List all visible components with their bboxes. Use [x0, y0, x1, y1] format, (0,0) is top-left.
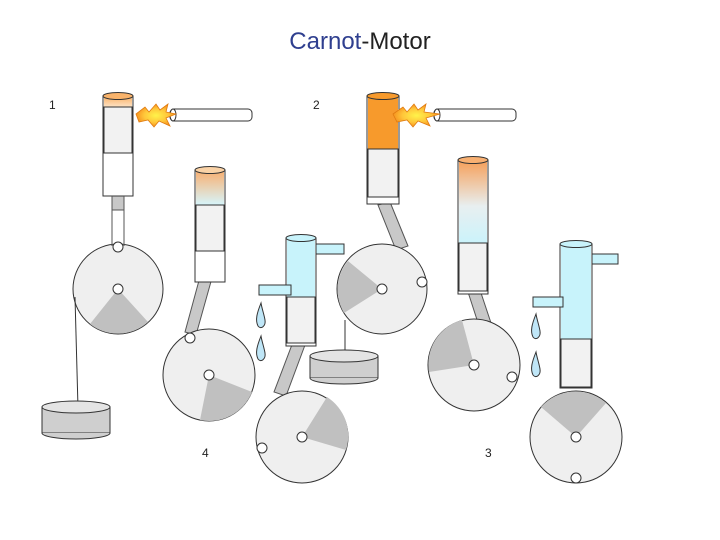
flywheel-sector — [302, 397, 349, 450]
cold-gas — [561, 245, 591, 339]
burner-tube — [169, 108, 253, 122]
flywheel-sector — [541, 391, 606, 437]
diagram-title: Carnot-Motor — [0, 28, 720, 56]
wheel-axle — [468, 359, 480, 371]
engine-stage-2b — [427, 156, 521, 412]
flame-icon — [135, 103, 178, 128]
piston — [560, 338, 592, 388]
wheel-axle — [376, 283, 388, 295]
cold-gas — [287, 239, 315, 297]
piston — [286, 296, 316, 344]
piston — [195, 204, 225, 252]
crank-pin — [112, 241, 124, 253]
piston — [367, 148, 399, 198]
engine-stage-3 — [529, 240, 623, 484]
piston-rod — [273, 341, 306, 397]
flame-icon — [392, 103, 441, 128]
crank-pin — [506, 371, 518, 383]
weight-icon — [41, 400, 111, 440]
flywheel-sector — [200, 375, 252, 421]
step-label-2: 2 — [313, 98, 320, 112]
cylinder-cap — [285, 234, 317, 242]
water-drop-icon — [531, 350, 541, 378]
step-label-3: 3 — [485, 446, 492, 460]
cylinder-cap — [102, 92, 134, 100]
gas — [459, 161, 487, 243]
water-drop-icon — [256, 334, 266, 362]
title-hyphen: - — [361, 28, 370, 55]
engine-stage-2 — [309, 92, 517, 385]
wheel-axle — [112, 283, 124, 295]
piston — [458, 242, 488, 292]
step-label-4: 4 — [202, 446, 209, 460]
piston-rod — [377, 201, 409, 251]
hot-gas — [104, 97, 132, 107]
weight-icon — [309, 349, 379, 385]
water-drop-icon — [531, 312, 541, 340]
cooling-pipe — [591, 253, 619, 265]
piston — [103, 106, 133, 154]
crank-pin — [256, 442, 268, 454]
engine-stage-1 — [41, 92, 253, 440]
step-label-1: 1 — [49, 98, 56, 112]
water-drop-icon — [256, 301, 266, 329]
engine-stage-4 — [255, 234, 349, 484]
cylinder-cap — [366, 92, 400, 100]
water-tap — [532, 296, 564, 308]
cylinder-cap — [457, 156, 489, 164]
cooling-pipe — [315, 243, 345, 255]
weight-rope — [74, 296, 79, 409]
burner-tube — [433, 108, 517, 122]
water-tap — [258, 284, 292, 296]
flywheel-sector — [90, 289, 148, 334]
title-word-carnot: Carnot — [289, 28, 362, 55]
crank-pin — [570, 472, 582, 484]
crank-pin — [416, 276, 428, 288]
wheel-axle — [203, 369, 215, 381]
cylinder-cap — [194, 166, 226, 174]
cylinder-cap — [559, 240, 593, 248]
wheel-axle — [570, 431, 582, 443]
flywheel-sector — [337, 261, 382, 313]
title-word-motor: Motor — [369, 28, 431, 55]
gas — [196, 171, 224, 205]
wheel-axle — [296, 431, 308, 443]
crank-pin — [184, 332, 196, 344]
flywheel-sector — [428, 320, 474, 372]
hot-gas — [368, 97, 398, 149]
engine-stage-1b — [162, 166, 256, 422]
